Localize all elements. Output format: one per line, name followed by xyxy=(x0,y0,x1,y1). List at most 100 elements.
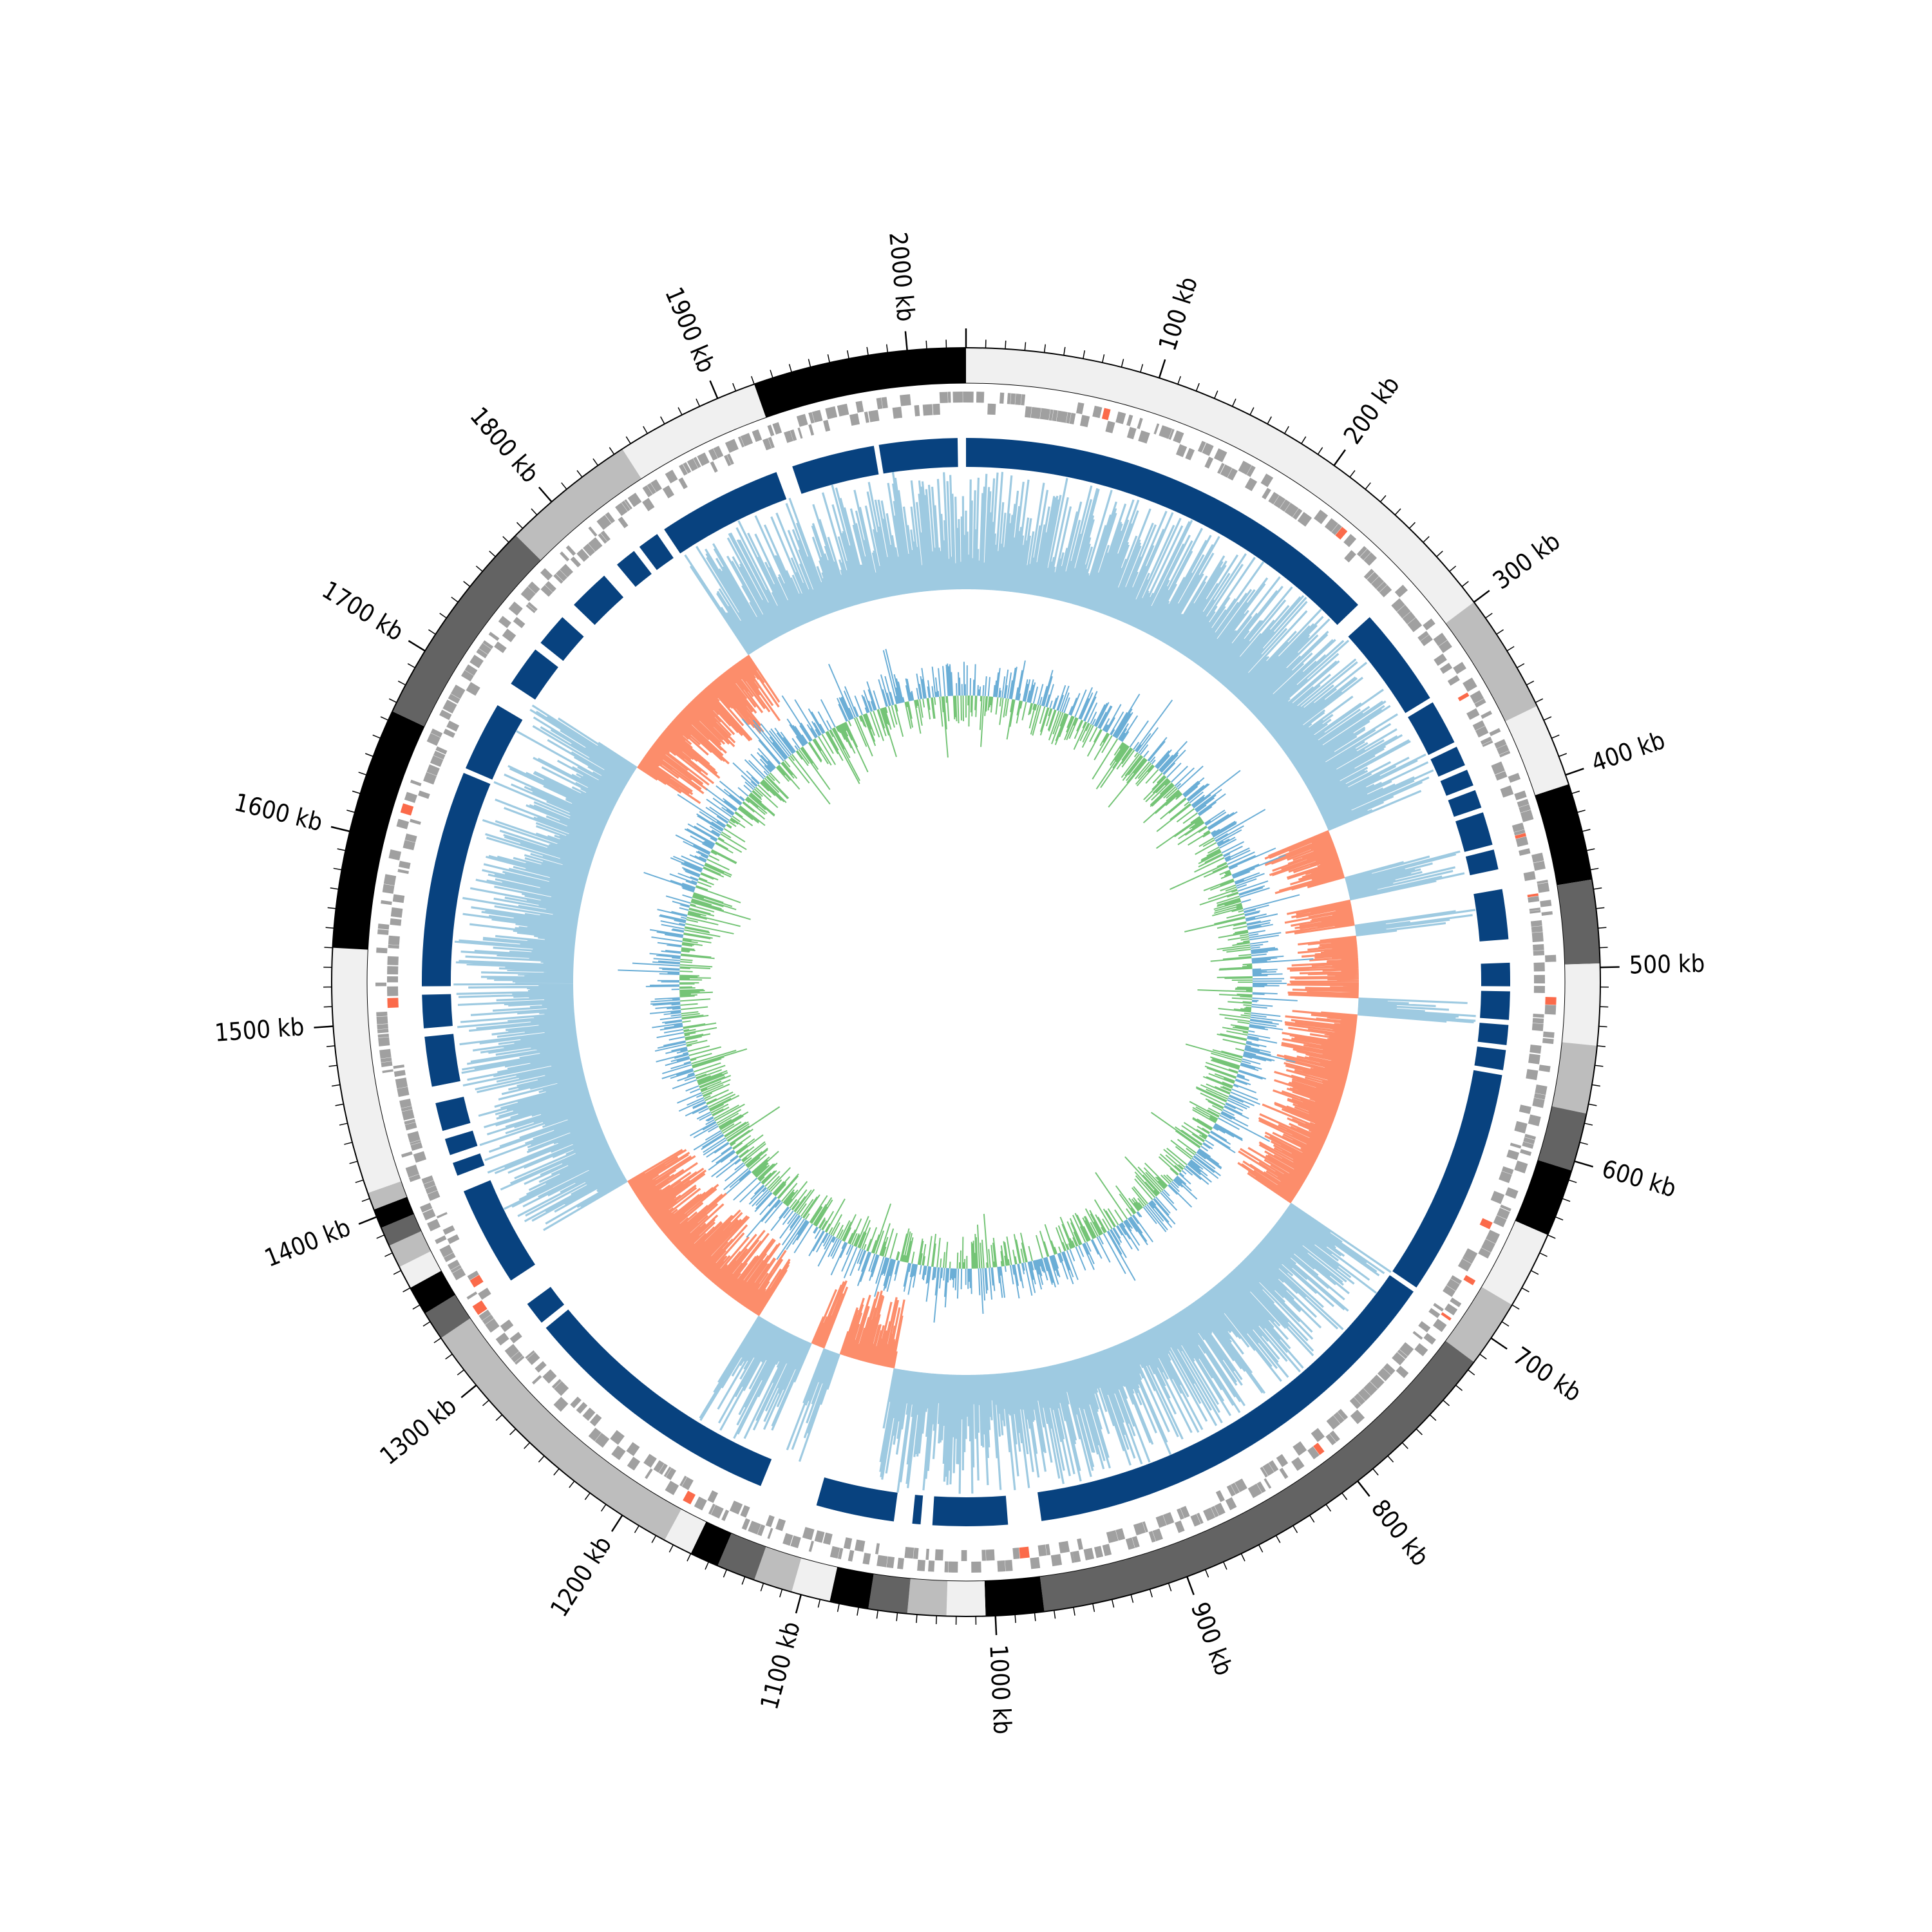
minor-tick xyxy=(1121,359,1124,368)
gene-feature xyxy=(1268,1460,1279,1472)
gene-feature xyxy=(383,874,397,886)
gene-feature xyxy=(1262,1463,1274,1476)
major-tick xyxy=(1565,768,1584,776)
gene-feature xyxy=(1533,860,1546,871)
gene-feature xyxy=(1528,1054,1540,1065)
gene-feature xyxy=(790,1535,801,1549)
gene-feature xyxy=(1337,1408,1349,1421)
minor-tick xyxy=(376,1235,384,1239)
core-block-33 xyxy=(664,471,787,554)
gene-feature xyxy=(1030,1557,1041,1569)
gene-feature xyxy=(397,869,409,875)
contig-segment-1 xyxy=(1445,601,1537,722)
contig-segment-6 xyxy=(1551,1042,1598,1114)
gene-feature xyxy=(1311,1428,1325,1443)
core-block-6 xyxy=(1455,812,1493,852)
gene-feature xyxy=(740,433,753,447)
gene-feature xyxy=(642,485,653,498)
gene-feature xyxy=(1520,810,1534,822)
core-block-26 xyxy=(421,773,491,987)
minor-tick xyxy=(355,1179,364,1184)
major-tick xyxy=(538,486,553,503)
gene-feature xyxy=(427,1218,441,1232)
gene-feature xyxy=(1058,1540,1070,1553)
gene-feature xyxy=(1444,1303,1458,1316)
minor-tick xyxy=(788,364,792,373)
gene-feature xyxy=(1197,440,1206,453)
gene-feature xyxy=(390,918,402,926)
contig-segment-14 xyxy=(907,1578,948,1616)
scale-label: 1200 kb xyxy=(545,1531,617,1622)
contig-segment-9 xyxy=(1481,1220,1548,1305)
gene-feature xyxy=(1530,910,1541,914)
gene-feature xyxy=(1533,962,1545,972)
contig-segment-17 xyxy=(791,1558,838,1602)
minor-tick xyxy=(1293,1525,1298,1533)
minor-tick xyxy=(1555,1216,1564,1221)
gene-feature xyxy=(1499,750,1511,758)
gene-feature xyxy=(822,1532,833,1545)
minor-tick xyxy=(916,1614,918,1624)
gene-feature xyxy=(1227,468,1238,481)
gene-feature xyxy=(1069,413,1076,424)
gene-feature xyxy=(1379,585,1392,598)
minor-tick xyxy=(1043,344,1046,353)
gene-feature xyxy=(1533,985,1545,994)
gene-feature xyxy=(1115,412,1126,424)
minor-tick xyxy=(886,344,889,353)
gene-feature xyxy=(500,1319,514,1332)
contig-segment-21 xyxy=(664,1509,706,1554)
gene-feature xyxy=(387,986,399,996)
gene-feature xyxy=(443,1252,456,1262)
gene-feature xyxy=(1537,880,1548,884)
gene-feature xyxy=(425,1185,438,1195)
gene-feature xyxy=(605,512,616,524)
gene-feature xyxy=(404,1122,417,1131)
inner-ring-outline xyxy=(366,383,1566,1582)
minor-tick xyxy=(328,1065,337,1067)
gene-feature xyxy=(478,643,492,655)
gene-feature xyxy=(450,1265,462,1273)
major-tick xyxy=(408,639,426,652)
gene-feature xyxy=(1007,393,1011,404)
gene-feature xyxy=(848,1549,855,1562)
gene-feature xyxy=(551,1379,562,1389)
contig-segment-28 xyxy=(374,1197,414,1228)
gene-feature xyxy=(897,1557,904,1569)
gene-feature xyxy=(509,1332,522,1343)
gene-feature xyxy=(1142,1521,1148,1533)
minor-tick xyxy=(516,522,524,529)
minor-tick xyxy=(1309,1515,1315,1523)
gene-feature xyxy=(971,1561,981,1573)
minor-tick xyxy=(538,1455,545,1463)
core-block-35 xyxy=(878,438,958,474)
scale-label: 2000 kb xyxy=(884,231,920,323)
gene-feature xyxy=(1530,920,1542,927)
gene-feature xyxy=(724,439,739,453)
minor-tick xyxy=(332,1084,341,1087)
minor-tick xyxy=(837,1603,840,1613)
gene-feature xyxy=(1446,1278,1460,1291)
gene-feature xyxy=(392,894,405,904)
minor-tick xyxy=(696,398,701,407)
contig-segment-11 xyxy=(1039,1341,1474,1612)
gene-feature xyxy=(1102,1544,1112,1557)
gene-feature xyxy=(396,819,410,829)
gene-feature xyxy=(1472,720,1486,731)
gene-feature xyxy=(1544,1005,1557,1015)
minor-tick xyxy=(1408,522,1416,529)
gene-feature xyxy=(1397,605,1411,619)
gene-feature xyxy=(1273,495,1286,509)
core-block-4 xyxy=(1440,770,1473,796)
core-block-12 xyxy=(1474,1046,1506,1070)
minor-tick xyxy=(346,810,355,813)
gene-feature xyxy=(772,422,782,435)
gene-feature xyxy=(488,632,500,641)
gene-feature xyxy=(387,976,399,983)
gene-feature xyxy=(410,819,421,825)
minor-tick xyxy=(422,1321,431,1327)
gene-feature xyxy=(876,1555,888,1567)
core-block-20 xyxy=(463,1180,535,1281)
gene-feature xyxy=(952,392,963,403)
gene-feature xyxy=(375,982,387,987)
